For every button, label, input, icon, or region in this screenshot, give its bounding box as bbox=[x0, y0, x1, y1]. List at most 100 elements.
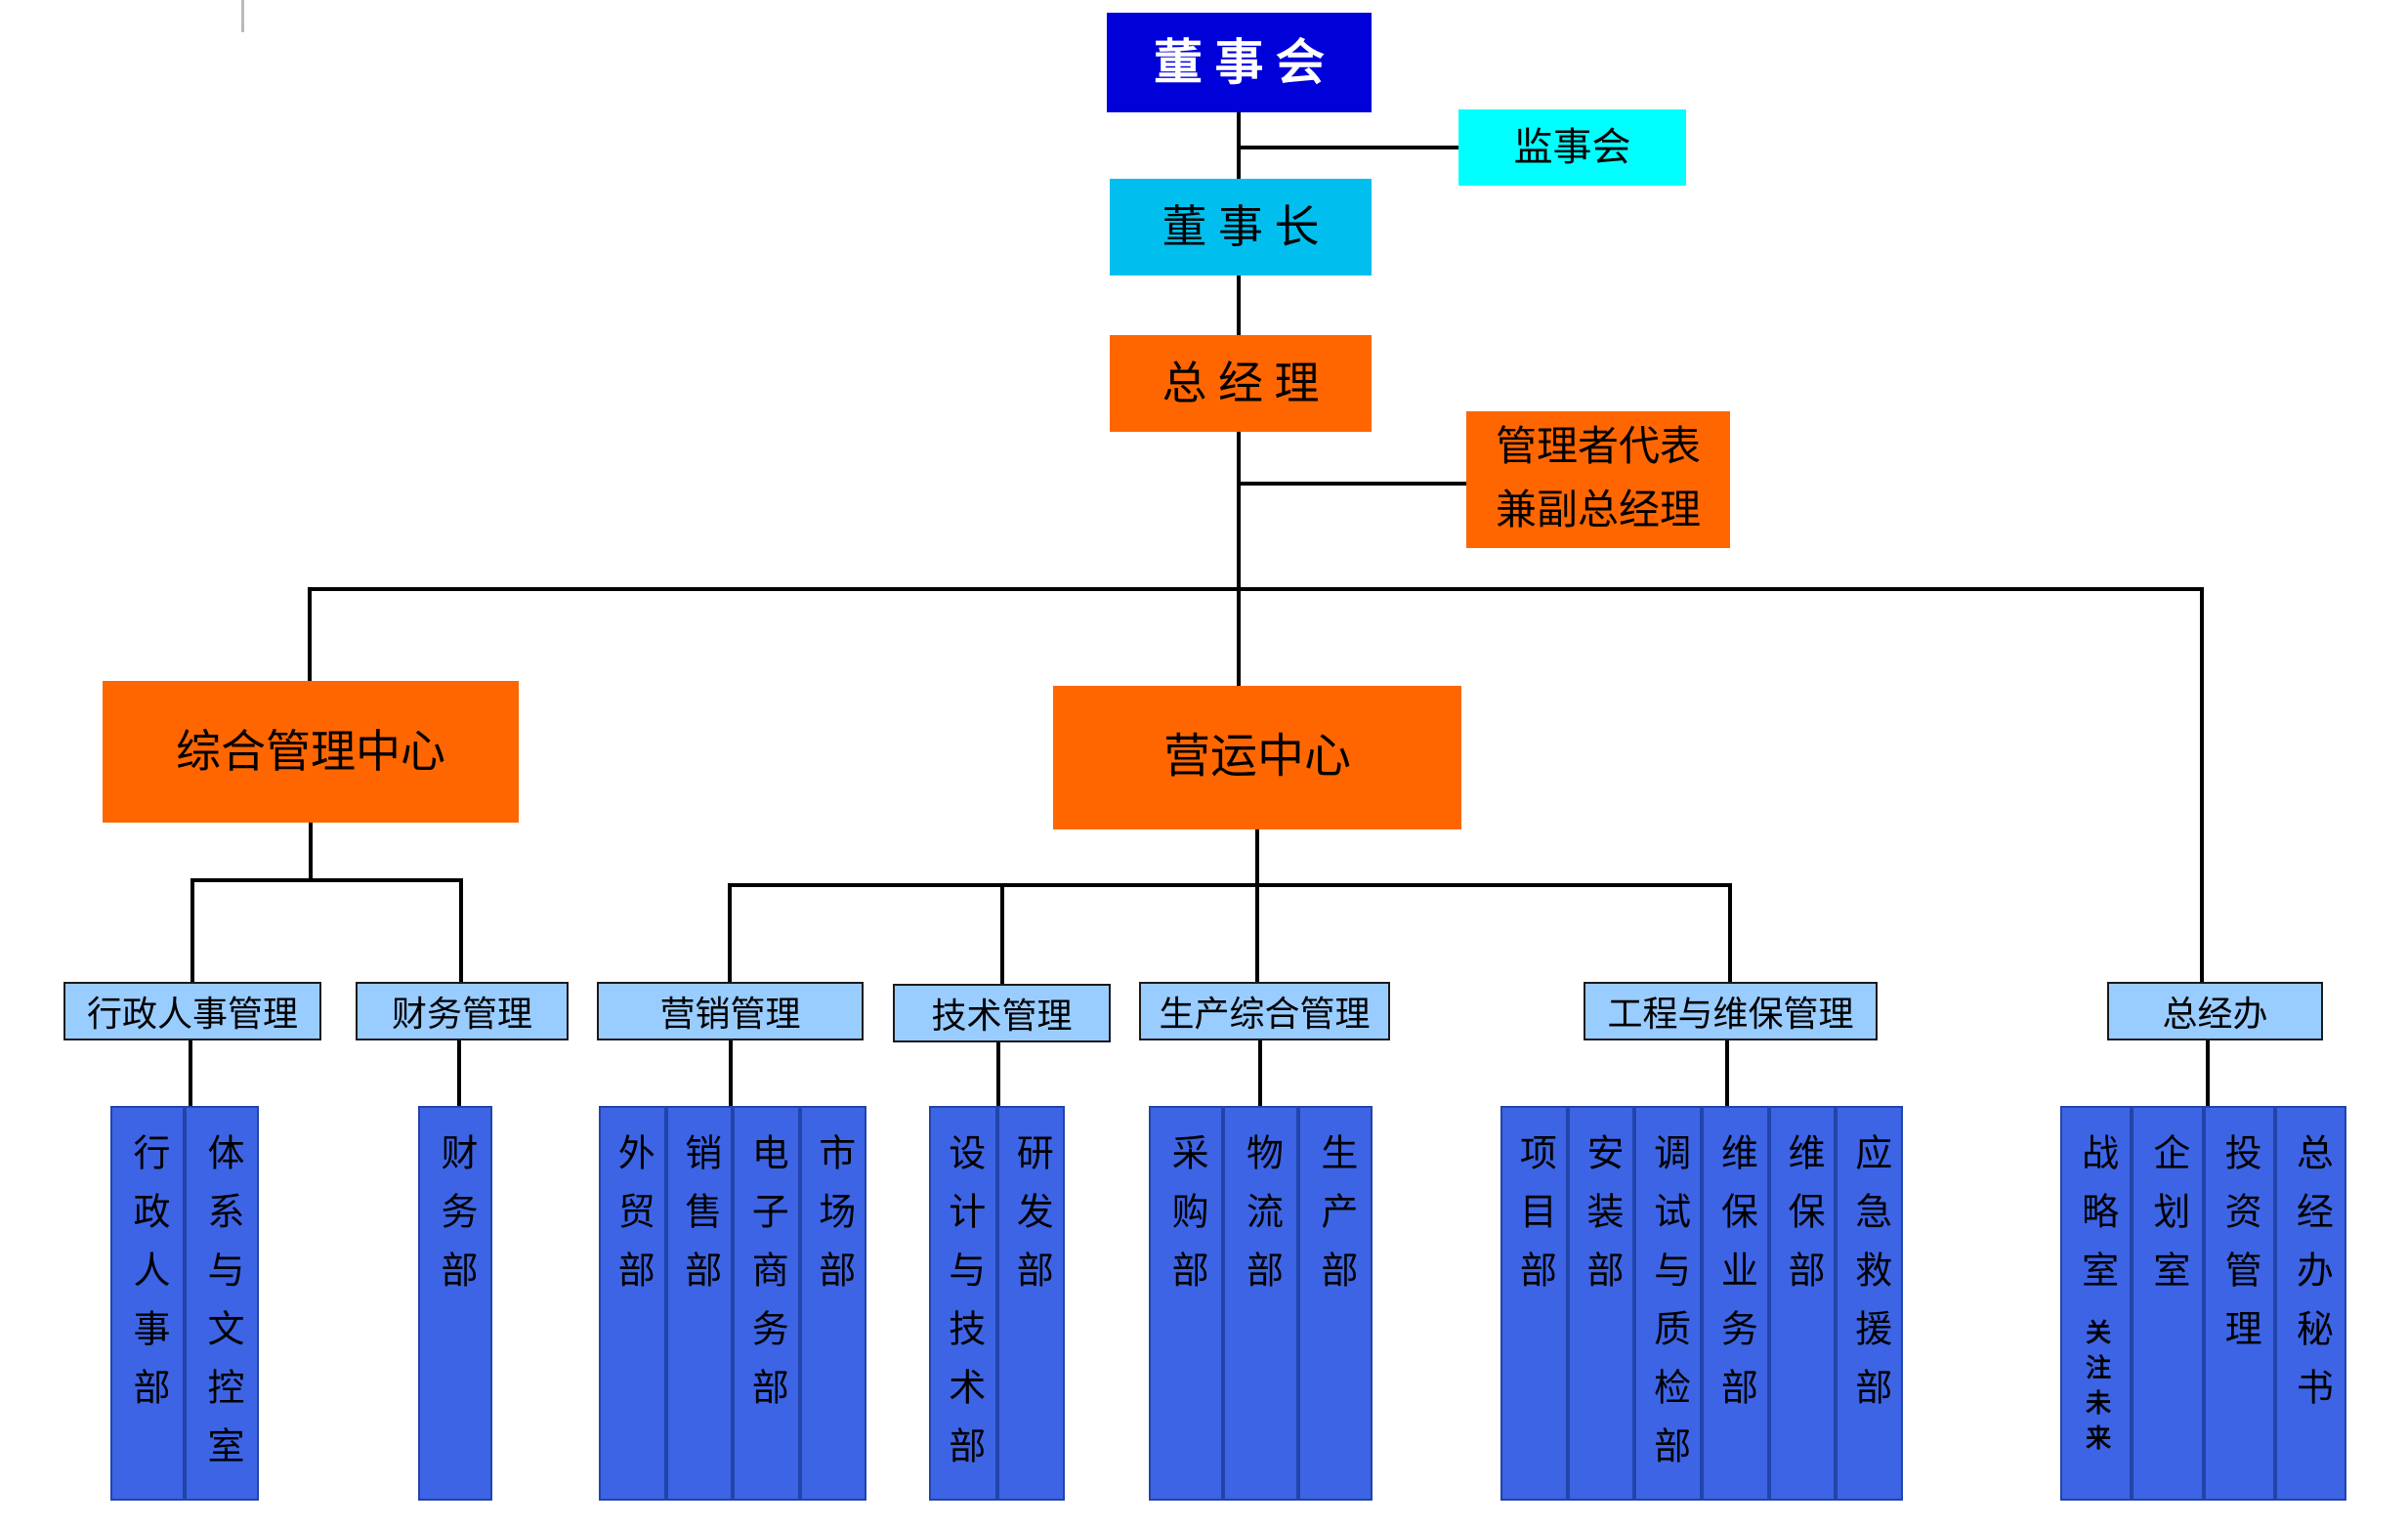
dept-box-installation: 安装部 bbox=[1567, 1106, 1635, 1501]
dept-label: 企划室 bbox=[2146, 1133, 2188, 1309]
dept-box-market: 市场部 bbox=[799, 1106, 866, 1501]
node-gm-label: 总 经 理 bbox=[1162, 358, 1320, 408]
dept-box-ecommerce: 电子商务部 bbox=[733, 1106, 800, 1501]
dept-label: 应急救援部 bbox=[1848, 1133, 1890, 1426]
dept-label: 采购部 bbox=[1165, 1133, 1207, 1309]
dept-label: 调试与质检部 bbox=[1647, 1133, 1689, 1485]
node-mgmtrep-line2: 兼副总经理 bbox=[1495, 488, 1701, 533]
connector-line bbox=[2200, 587, 2204, 984]
dept-label: 研发部 bbox=[1010, 1133, 1052, 1309]
dept-box-planning: 企划室 bbox=[2132, 1106, 2204, 1501]
dept-label: 项目部 bbox=[1513, 1133, 1555, 1309]
dept-label: 战略室 bbox=[2075, 1133, 2117, 1309]
branch-engineering-label: 工程与维保管理 bbox=[1607, 995, 1854, 1034]
dept-box-procurement: 采购部 bbox=[1149, 1106, 1224, 1501]
connector-line bbox=[189, 1039, 192, 1108]
node-mgmtrep-line1: 管理者代表 bbox=[1495, 424, 1701, 470]
node-board-of-directors: 董 事 会 bbox=[1107, 13, 1372, 112]
node-admin-management-center: 综合管理中心 bbox=[103, 681, 519, 823]
dept-box-strategy: 战略室 关注未来 bbox=[2060, 1106, 2133, 1501]
dept-label: 外贸部 bbox=[612, 1133, 654, 1309]
node-chairman: 董 事 长 bbox=[1110, 179, 1372, 276]
connector-line bbox=[1000, 883, 1004, 984]
connector-line bbox=[457, 1039, 461, 1108]
dept-box-investment: 投资管理 bbox=[2203, 1106, 2275, 1501]
branch-gm-office-label: 总经办 bbox=[2162, 995, 2268, 1034]
dept-box-system-doc-control: 体系与文控室 bbox=[185, 1106, 259, 1501]
node-management-representative: 管理者代表 兼副总经理 bbox=[1466, 411, 1730, 548]
dept-label: 设计与技术部 bbox=[942, 1133, 984, 1485]
dept-group-technology: 设计与技术部 研发部 bbox=[929, 1106, 1065, 1501]
dept-group-finance: 财务部 bbox=[418, 1106, 492, 1501]
connector-line bbox=[309, 821, 313, 882]
dept-label: 电子商务部 bbox=[745, 1133, 787, 1426]
dept-box-admin-hr: 行政人事部 bbox=[110, 1106, 185, 1501]
connector-line bbox=[190, 878, 194, 984]
dept-box-project: 项目部 bbox=[1500, 1106, 1568, 1501]
branch-hr-label: 行政人事管理 bbox=[86, 995, 298, 1034]
dept-box-emergency-rescue: 应急救援部 bbox=[1836, 1106, 1904, 1501]
dept-box-production: 生产部 bbox=[1297, 1106, 1373, 1501]
connector-line bbox=[1728, 883, 1732, 984]
branch-header-marketing: 营销管理 bbox=[597, 982, 864, 1040]
dept-box-rnd: 研发部 bbox=[996, 1106, 1065, 1501]
connector-line bbox=[728, 883, 732, 984]
dept-label: 体系与文控室 bbox=[201, 1133, 242, 1485]
dept-label: 财务部 bbox=[435, 1133, 476, 1309]
connector-line bbox=[728, 883, 1732, 887]
connector-line bbox=[729, 1039, 733, 1108]
dept-group-hr: 行政人事部 体系与文控室 bbox=[110, 1106, 259, 1501]
stray-mark bbox=[241, 0, 244, 32]
dept-label: 维保部 bbox=[1782, 1133, 1824, 1309]
branch-technology-label: 技术管理 bbox=[931, 997, 1073, 1036]
connector-line bbox=[308, 587, 312, 683]
dept-box-logistics: 物流部 bbox=[1223, 1106, 1298, 1501]
dept-group-production: 采购部 物流部 生产部 bbox=[1149, 1106, 1373, 1501]
ops-center-label: 营运中心 bbox=[1162, 731, 1351, 784]
dept-box-maintenance-business: 维保业务部 bbox=[1702, 1106, 1769, 1501]
branch-header-production: 生产综合管理 bbox=[1139, 982, 1390, 1040]
dept-label: 投资管理 bbox=[2218, 1133, 2260, 1368]
dept-label: 维保业务部 bbox=[1714, 1133, 1756, 1426]
node-supervisory-board: 监事会 bbox=[1458, 109, 1686, 186]
connector-line bbox=[1237, 146, 1460, 149]
connector-line bbox=[308, 587, 2204, 591]
branch-header-engineering: 工程与维保管理 bbox=[1584, 982, 1878, 1040]
connector-line bbox=[1237, 274, 1241, 336]
connector-line bbox=[190, 878, 463, 882]
connector-line bbox=[459, 878, 463, 984]
connector-line bbox=[1258, 1039, 1262, 1108]
branch-header-gm-office: 总经办 bbox=[2107, 982, 2323, 1040]
dept-box-foreign-trade: 外贸部 bbox=[599, 1106, 666, 1501]
dept-label: 物流部 bbox=[1240, 1133, 1282, 1309]
dept-label: 市场部 bbox=[812, 1133, 854, 1309]
dept-label: 安装部 bbox=[1581, 1133, 1622, 1309]
node-board-label: 董 事 会 bbox=[1154, 34, 1325, 90]
dept-box-sales: 销售部 bbox=[665, 1106, 733, 1501]
dept-label: 销售部 bbox=[678, 1133, 720, 1309]
dept-group-marketing: 外贸部 销售部 电子商务部 市场部 bbox=[599, 1106, 866, 1501]
dept-box-maintenance: 维保部 bbox=[1768, 1106, 1837, 1501]
connector-line bbox=[1237, 482, 1468, 486]
admin-center-label: 综合管理中心 bbox=[176, 726, 445, 777]
dept-label: 行政人事部 bbox=[127, 1133, 168, 1426]
branch-marketing-label: 营销管理 bbox=[659, 995, 801, 1034]
node-operations-center: 营运中心 bbox=[1053, 686, 1461, 829]
dept-box-finance: 财务部 bbox=[418, 1106, 492, 1501]
branch-header-hr: 行政人事管理 bbox=[63, 982, 321, 1040]
dept-box-gm-office-secretary: 总经办秘书 bbox=[2274, 1106, 2346, 1501]
connector-line bbox=[1725, 1039, 1729, 1108]
connector-line bbox=[1237, 587, 1241, 688]
dept-label: 总经办秘书 bbox=[2290, 1133, 2332, 1426]
node-chairman-label: 董 事 长 bbox=[1162, 201, 1320, 252]
connector-line bbox=[1255, 827, 1259, 887]
connector-line bbox=[1237, 430, 1241, 591]
connector-line bbox=[1255, 883, 1259, 984]
branch-header-technology: 技术管理 bbox=[893, 984, 1111, 1042]
dept-box-commissioning-qc: 调试与质检部 bbox=[1634, 1106, 1703, 1501]
connector-line bbox=[2206, 1039, 2210, 1108]
dept-box-design-tech: 设计与技术部 bbox=[929, 1106, 997, 1501]
branch-finance-label: 财务管理 bbox=[391, 995, 532, 1034]
connector-line bbox=[996, 1039, 1000, 1108]
